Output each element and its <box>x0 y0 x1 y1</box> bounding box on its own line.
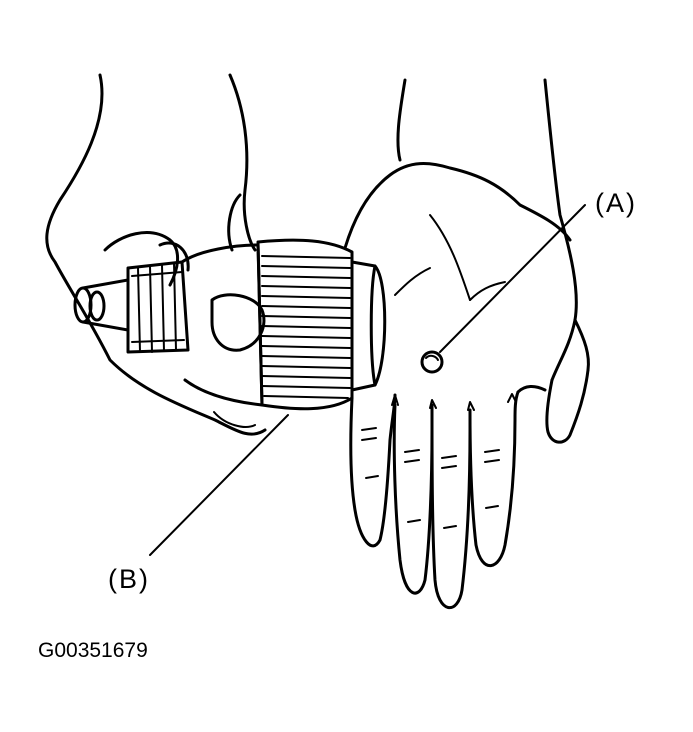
knurled-ring-ridges <box>261 255 351 399</box>
left-hand <box>45 73 267 436</box>
starter-drive-pinion <box>73 238 387 411</box>
label-b: (B) <box>108 564 150 594</box>
steel-ball <box>420 350 444 374</box>
figure-id: G00351679 <box>38 639 148 662</box>
right-hand <box>343 78 590 610</box>
leader-line-b <box>149 414 289 556</box>
label-a: (A) <box>595 188 637 218</box>
leader-line-a <box>439 204 586 353</box>
